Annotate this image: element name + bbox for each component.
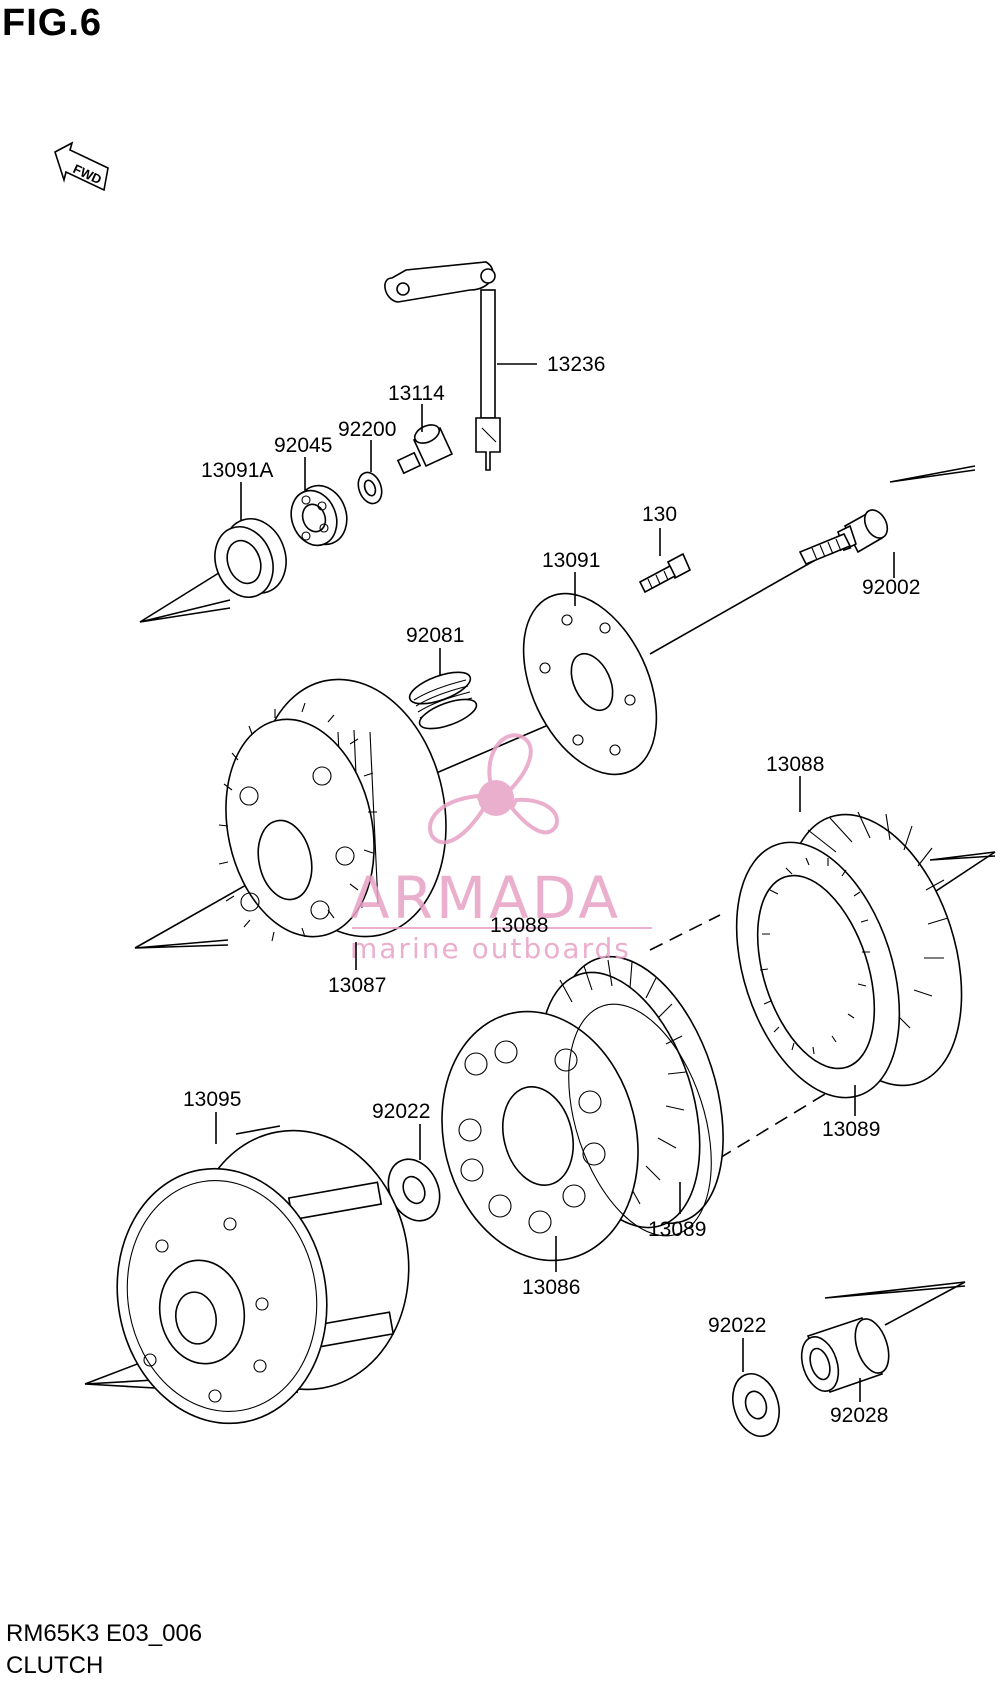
part-130-bolt[interactable] (638, 552, 692, 594)
label-13114: 13114 (388, 382, 445, 405)
part-92200-washer[interactable] (354, 469, 386, 507)
part-13091a-bearing-holder[interactable] (205, 510, 296, 605)
label-92045: 92045 (274, 434, 332, 457)
label-92002: 92002 (862, 576, 920, 599)
figure-caption: CLUTCH (6, 1652, 104, 1679)
part-13091-plate[interactable] (497, 572, 683, 795)
label-130: 130 (642, 503, 677, 526)
figure-title: FIG.6 (2, 2, 103, 44)
label-92022-middle: 92022 (372, 1100, 430, 1123)
label-13095: 13095 (183, 1088, 241, 1111)
part-13089-steel-plate[interactable] (542, 986, 738, 1254)
propeller-logo-icon (428, 733, 559, 845)
fwd-arrow-icon: FWD (54, 141, 109, 192)
part-13088-friction-plate-upper[interactable] (707, 792, 994, 1118)
leader-lines (215, 363, 895, 1402)
part-92022-washer-middle[interactable] (379, 1151, 450, 1229)
model-code: RM65K3 E03_006 (6, 1620, 203, 1647)
part-92002-bolt[interactable] (798, 506, 892, 566)
label-13236: 13236 (547, 353, 605, 376)
watermark-brand: ARMADA (350, 864, 621, 932)
part-92028-spacer[interactable] (795, 1315, 895, 1396)
label-13088-lower: 13088 (490, 914, 548, 937)
label-13088-upper: 13088 (766, 753, 824, 776)
part-labels: 13236 13114 92200 92045 13091A 130 13091… (183, 353, 920, 1427)
label-92200: 92200 (338, 418, 396, 441)
label-13091: 13091 (542, 549, 600, 572)
part-13236-release-shaft[interactable] (384, 261, 501, 471)
part-13086-pressure-plate[interactable] (416, 991, 663, 1282)
label-92028: 92028 (830, 1404, 888, 1427)
watermark: ARMADA marine outboards (350, 733, 652, 965)
assembly-axes (84, 465, 996, 1389)
part-13095-clutch-housing[interactable] (97, 1113, 429, 1440)
label-92081: 92081 (406, 624, 464, 647)
label-13086: 13086 (522, 1276, 580, 1299)
watermark-tagline: marine outboards (350, 932, 631, 965)
label-13089-right: 13089 (822, 1118, 880, 1141)
label-13089-middle: 13089 (648, 1218, 706, 1241)
part-92081-spring[interactable] (406, 666, 480, 735)
label-13087: 13087 (328, 974, 386, 997)
part-13114-bushing[interactable] (396, 421, 454, 475)
label-92022-lower: 92022 (708, 1314, 766, 1337)
label-13091a: 13091A (201, 459, 273, 482)
part-13087-clutch-hub[interactable] (207, 662, 469, 955)
part-92022-washer-lower[interactable] (725, 1368, 787, 1442)
part-92045-bearing[interactable] (284, 479, 355, 552)
